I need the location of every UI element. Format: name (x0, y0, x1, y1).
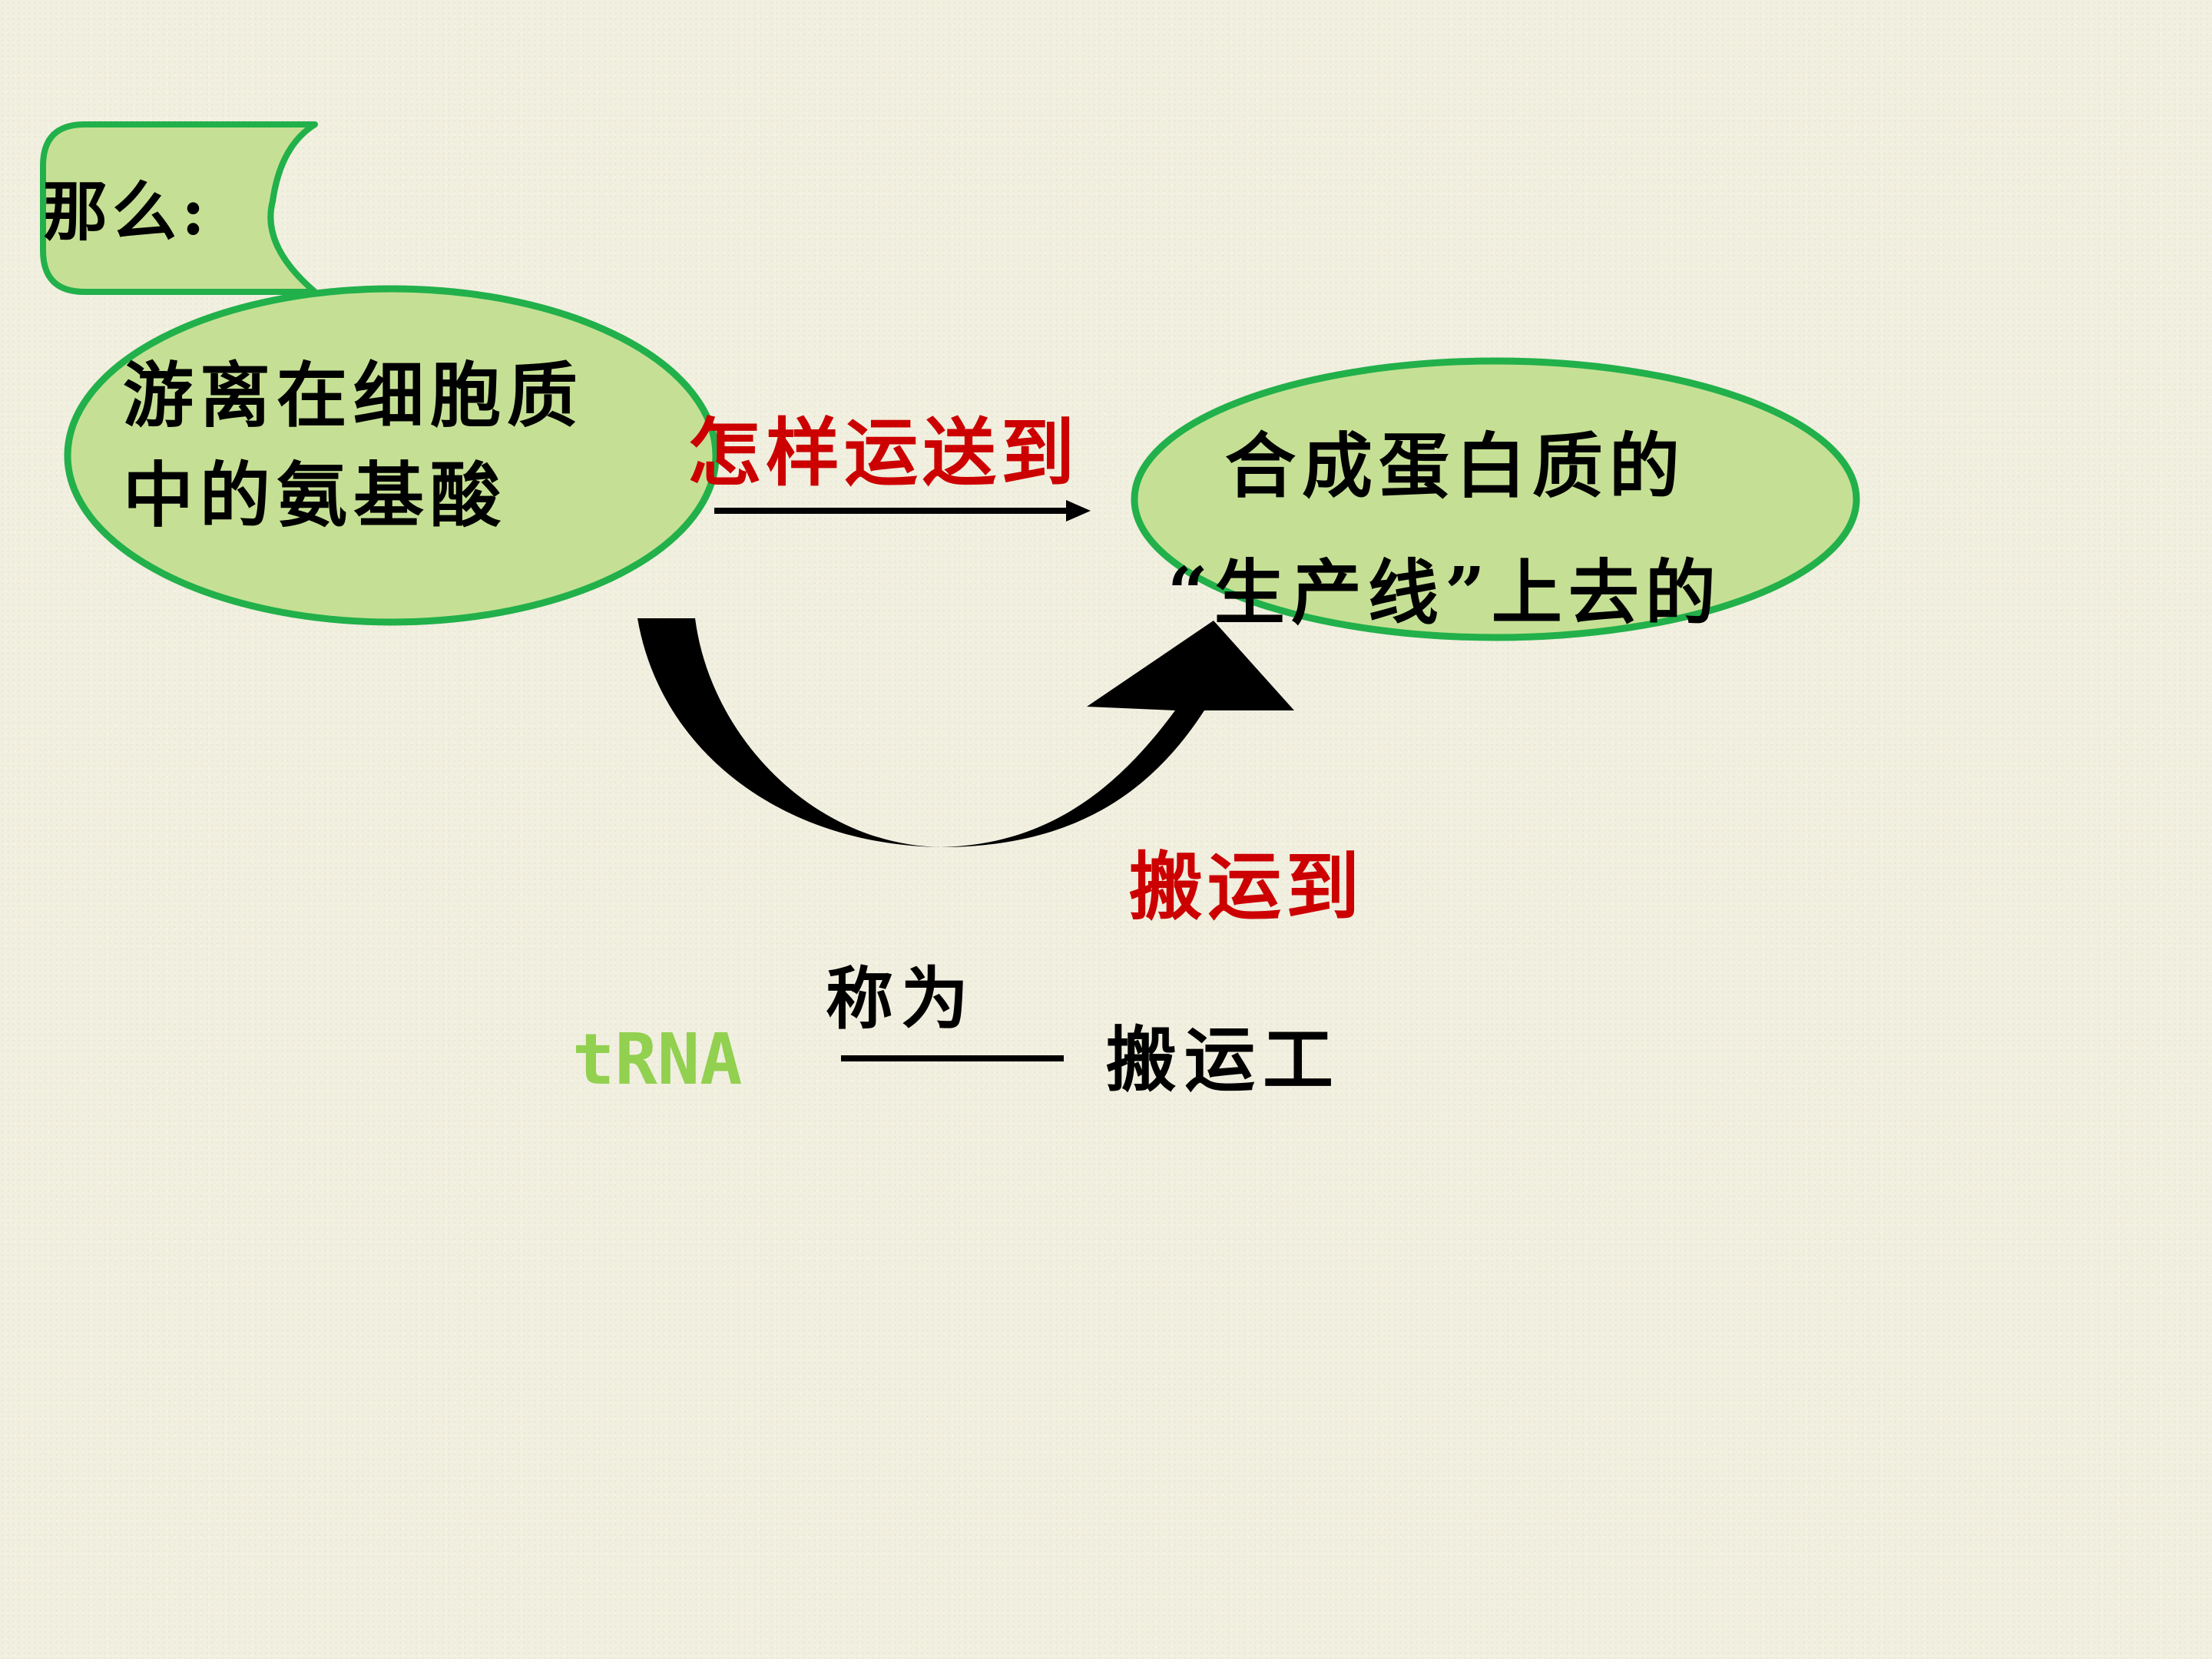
source-node-line1: 游离在细胞质 (123, 354, 584, 437)
target-node-oval (1131, 357, 1860, 641)
target-node-line1: 合成蛋白质的 (1225, 425, 1687, 508)
trna-label: tRNA (572, 1018, 743, 1101)
worker-label: 搬运工 (1106, 1018, 1342, 1101)
scroll-label: 那么: (43, 174, 210, 250)
source-node-oval (64, 285, 720, 626)
called-label: 称为 (826, 959, 977, 1038)
question-label: 怎样运送到 (687, 409, 1079, 496)
curved-arrow-body (637, 618, 1294, 847)
target-node-line2: “生产线”上去的 (1167, 551, 1722, 634)
source-node-text: 游离在细胞质 中的氨基酸 (123, 346, 661, 545)
carry-label: 搬运到 (1129, 843, 1364, 930)
scroll-curl (267, 121, 317, 295)
question-arrow-head (1066, 500, 1091, 522)
target-node-text: 合成蛋白质的 “生产线”上去的 (1167, 403, 1843, 657)
source-node-line2: 中的氨基酸 (123, 454, 508, 537)
